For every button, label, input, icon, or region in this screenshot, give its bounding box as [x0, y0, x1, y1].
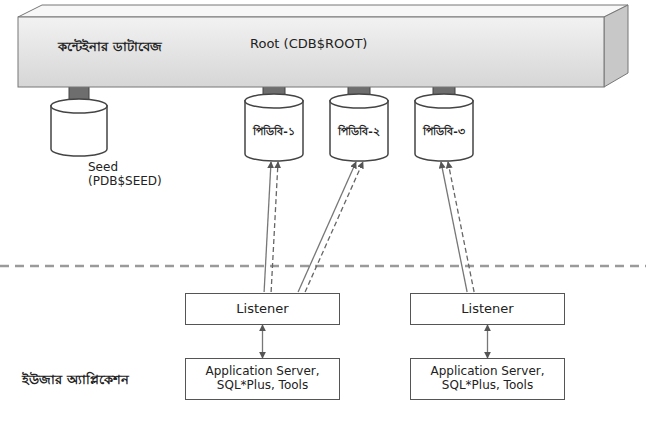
container-database: কন্টেইনার ডাটাবেজ Root (CDB$ROOT): [18, 5, 628, 87]
cylinder-shape: [50, 98, 108, 156]
node-label: Root (CDB$ROOT): [250, 36, 367, 51]
side-label: ইউজার অ্যাপ্লিকেশন: [22, 370, 129, 391]
connector: [264, 162, 278, 292]
database-cylinder: পিডিবি-১: [244, 93, 304, 161]
process-box: Application Server, SQL*Plus, Tools: [410, 358, 565, 400]
box-label: Application Server, SQL*Plus, Tools: [186, 365, 339, 393]
process-box: Application Server, SQL*Plus, Tools: [185, 358, 340, 400]
node-label: পিডিবি-৩: [423, 123, 465, 142]
database-cylinder: Seed (PDB$SEED): [50, 98, 108, 156]
box-label: Listener: [230, 302, 294, 317]
database-cylinder: পিডিবি-৩: [414, 93, 474, 161]
node-label: পিডিবি-১: [253, 123, 295, 142]
connector: [298, 162, 363, 292]
process-box: Listener: [410, 293, 565, 325]
node-label: কন্টেইনার ডাটাবেজ: [58, 37, 162, 58]
box-label: Application Server, SQL*Plus, Tools: [411, 365, 564, 393]
node-label: Seed (PDB$SEED): [88, 160, 168, 189]
separator-line: [0, 265, 646, 268]
process-box: Listener: [185, 293, 340, 325]
connector: [262, 325, 263, 358]
box-label: Listener: [455, 302, 519, 317]
connector: [487, 325, 488, 358]
connector: [441, 162, 474, 292]
database-cylinder: পিডিবি-২: [329, 93, 389, 161]
node-label: পিডিবি-২: [338, 123, 380, 142]
